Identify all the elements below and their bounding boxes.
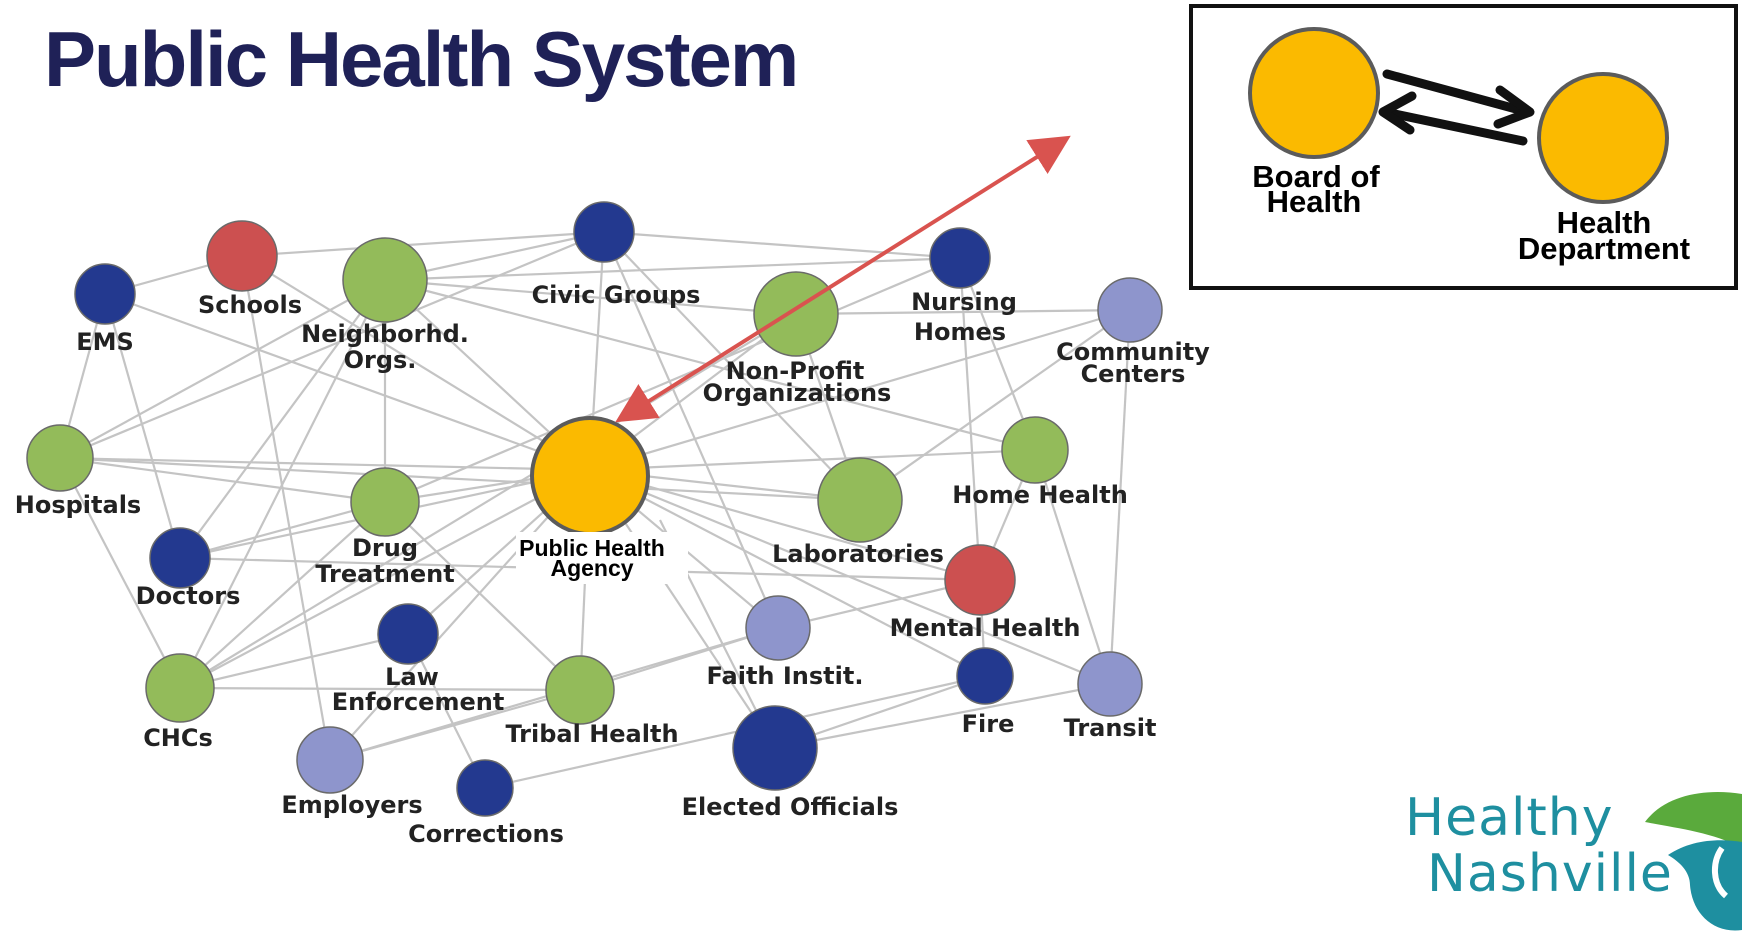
tribal-health-node: [545, 655, 615, 725]
home-health-node: [1001, 416, 1069, 484]
mental-health-node: [944, 544, 1016, 616]
tribal-health-label: Tribal Health: [505, 720, 678, 748]
board-of-health-node: [1248, 27, 1380, 159]
transit-label: Transit: [1064, 714, 1157, 742]
drug-treatment-node: [350, 467, 420, 537]
hospitals-label: Hospitals: [15, 491, 141, 519]
nursing-label-2: Homes: [914, 318, 1006, 346]
neighborhd-label-1: Neighborhd.: [301, 320, 469, 348]
doctors-node: [149, 527, 211, 589]
doctors-label: Doctors: [136, 582, 241, 610]
dept-label-2: Department: [1518, 231, 1690, 266]
nursing-homes-node: [929, 227, 991, 289]
page-title: Public Health System: [44, 15, 799, 103]
community-label-1: Community: [1056, 338, 1210, 366]
mental-health-label: Mental Health: [890, 614, 1081, 642]
chcs-label: CHCs: [143, 724, 213, 752]
corrections-node: [456, 759, 514, 817]
laboratories-node: [817, 457, 903, 543]
ems-label: EMS: [76, 328, 134, 356]
healthy-nashville-logo: Healthy Nashville: [1405, 788, 1742, 931]
schools-label: Schools: [198, 291, 302, 319]
link-arrow: [615, 135, 1071, 423]
chcs-node: [145, 653, 215, 723]
fire-node: [956, 647, 1014, 705]
non-profit-label-2: Organizations: [703, 379, 892, 407]
ems-node: [74, 263, 136, 325]
transit-node: [1077, 651, 1143, 717]
elected-officials-node: [732, 705, 818, 791]
elected-officials-label: Elected Officials: [682, 793, 899, 821]
governance-inset: Board of Health Health Department: [1189, 4, 1738, 290]
neighborhd-label-2: Orgs.: [344, 346, 417, 374]
community-centers-node: [1097, 277, 1163, 343]
neighborhd-orgs-node: [342, 237, 428, 323]
faith-label: Faith Instit.: [707, 662, 864, 690]
nursing-label-1: Nursing: [911, 288, 1017, 316]
center-label-1: Public Health: [519, 535, 665, 561]
center-label-backdrop: [516, 532, 688, 584]
laboratories-label: Laboratories: [772, 540, 944, 568]
logo-line-1: Healthy: [1405, 788, 1614, 848]
public-health-agency-node: [530, 416, 650, 536]
corrections-label: Corrections: [408, 820, 564, 848]
civic-groups-label: Civic Groups: [532, 281, 701, 309]
inset-arrows: [1378, 69, 1535, 146]
health-department-node: [1537, 72, 1669, 204]
fire-label: Fire: [962, 710, 1015, 738]
logo-swoosh-icon: [1668, 840, 1742, 931]
civic-groups-node: [573, 201, 635, 263]
hospitals-node: [26, 424, 94, 492]
logo-leaf-icon: [1645, 792, 1742, 848]
logo-line-2: Nashville: [1427, 844, 1673, 904]
logo-swoosh-highlight-icon: [1712, 846, 1729, 899]
employers-node: [296, 726, 364, 794]
law-label-2: Enforcement: [332, 688, 505, 716]
center-label-2: Agency: [550, 555, 633, 581]
dept-label-1: Health: [1557, 205, 1652, 240]
drug-label-1: Drug: [352, 534, 418, 562]
faith-instit-node: [745, 595, 811, 661]
network-labels: EMS Schools Neighborhd. Orgs. Civic Grou…: [15, 281, 1210, 848]
drug-label-2: Treatment: [315, 560, 454, 588]
law-enforcement-node: [377, 603, 439, 665]
board-label-1: Board of: [1252, 159, 1380, 194]
community-label-2: Centers: [1081, 360, 1186, 388]
board-label-2: Health: [1267, 184, 1362, 219]
schools-node: [206, 220, 278, 292]
law-label-1: Law: [385, 663, 439, 691]
employers-label: Employers: [281, 791, 422, 819]
home-health-label: Home Health: [952, 481, 1128, 509]
non-profit-node: [753, 271, 839, 357]
